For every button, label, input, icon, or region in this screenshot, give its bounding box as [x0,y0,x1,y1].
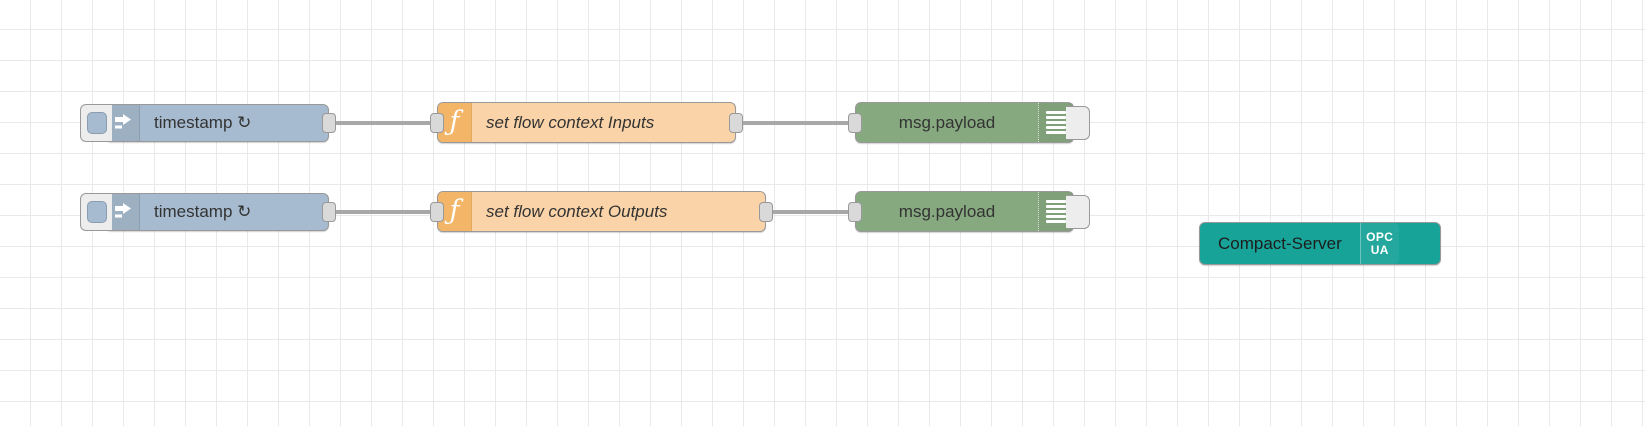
function-node-1[interactable]: ƒ set flow context Inputs [430,102,743,143]
wire-function-to-debug-2[interactable] [760,210,858,214]
opc-ua-badge-icon: OPC UA [1359,223,1399,264]
debug-node-2[interactable]: msg.payload [848,191,1090,232]
debug-input-port-2[interactable] [848,201,862,222]
function-input-port-1[interactable] [430,112,444,133]
inject-trigger-square-icon [86,201,107,223]
opcua-badge-line1: OPC [1366,229,1394,244]
opcua-badge-line2: UA [1370,242,1389,257]
inject-trigger-square-icon [86,112,107,134]
wire-inject-to-function-1[interactable] [322,121,440,125]
debug-node-1[interactable]: msg.payload [848,102,1090,143]
opcua-node-label: Compact-Server [1218,233,1342,253]
debug-node-label-1: msg.payload [898,112,996,132]
debug-input-port-1[interactable] [848,112,862,133]
debug-bars-icon-2 [1046,200,1066,223]
function-output-port-1[interactable] [729,112,743,133]
inject-output-port-2[interactable] [322,202,336,222]
inject-trigger-button-2[interactable] [80,193,112,231]
function-node-label-1: set flow context Inputs [486,112,655,132]
inject-output-port-1[interactable] [322,113,336,133]
debug-status-nub-1 [1066,105,1090,140]
inject-node-label-1: timestamp ↻ [154,113,252,132]
inject-node-2[interactable]: timestamp ↻ [80,193,336,231]
wire-function-to-debug-1[interactable] [730,121,858,125]
inject-node-label-2: timestamp ↻ [154,202,252,221]
inject-node-1[interactable]: timestamp ↻ [80,104,336,142]
function-node-2[interactable]: ƒ set flow context Outputs [430,191,773,232]
debug-node-label-2: msg.payload [898,201,996,221]
debug-status-nub-2 [1066,194,1090,229]
function-input-port-2[interactable] [430,201,444,222]
function-output-port-2[interactable] [759,201,773,222]
inject-trigger-button-1[interactable] [80,104,112,142]
opcua-compact-server-node[interactable]: Compact-Server OPC UA [1199,222,1441,265]
debug-bars-icon-1 [1046,111,1066,134]
function-node-label-2: set flow context Outputs [486,201,668,221]
wire-inject-to-function-2[interactable] [322,210,440,214]
